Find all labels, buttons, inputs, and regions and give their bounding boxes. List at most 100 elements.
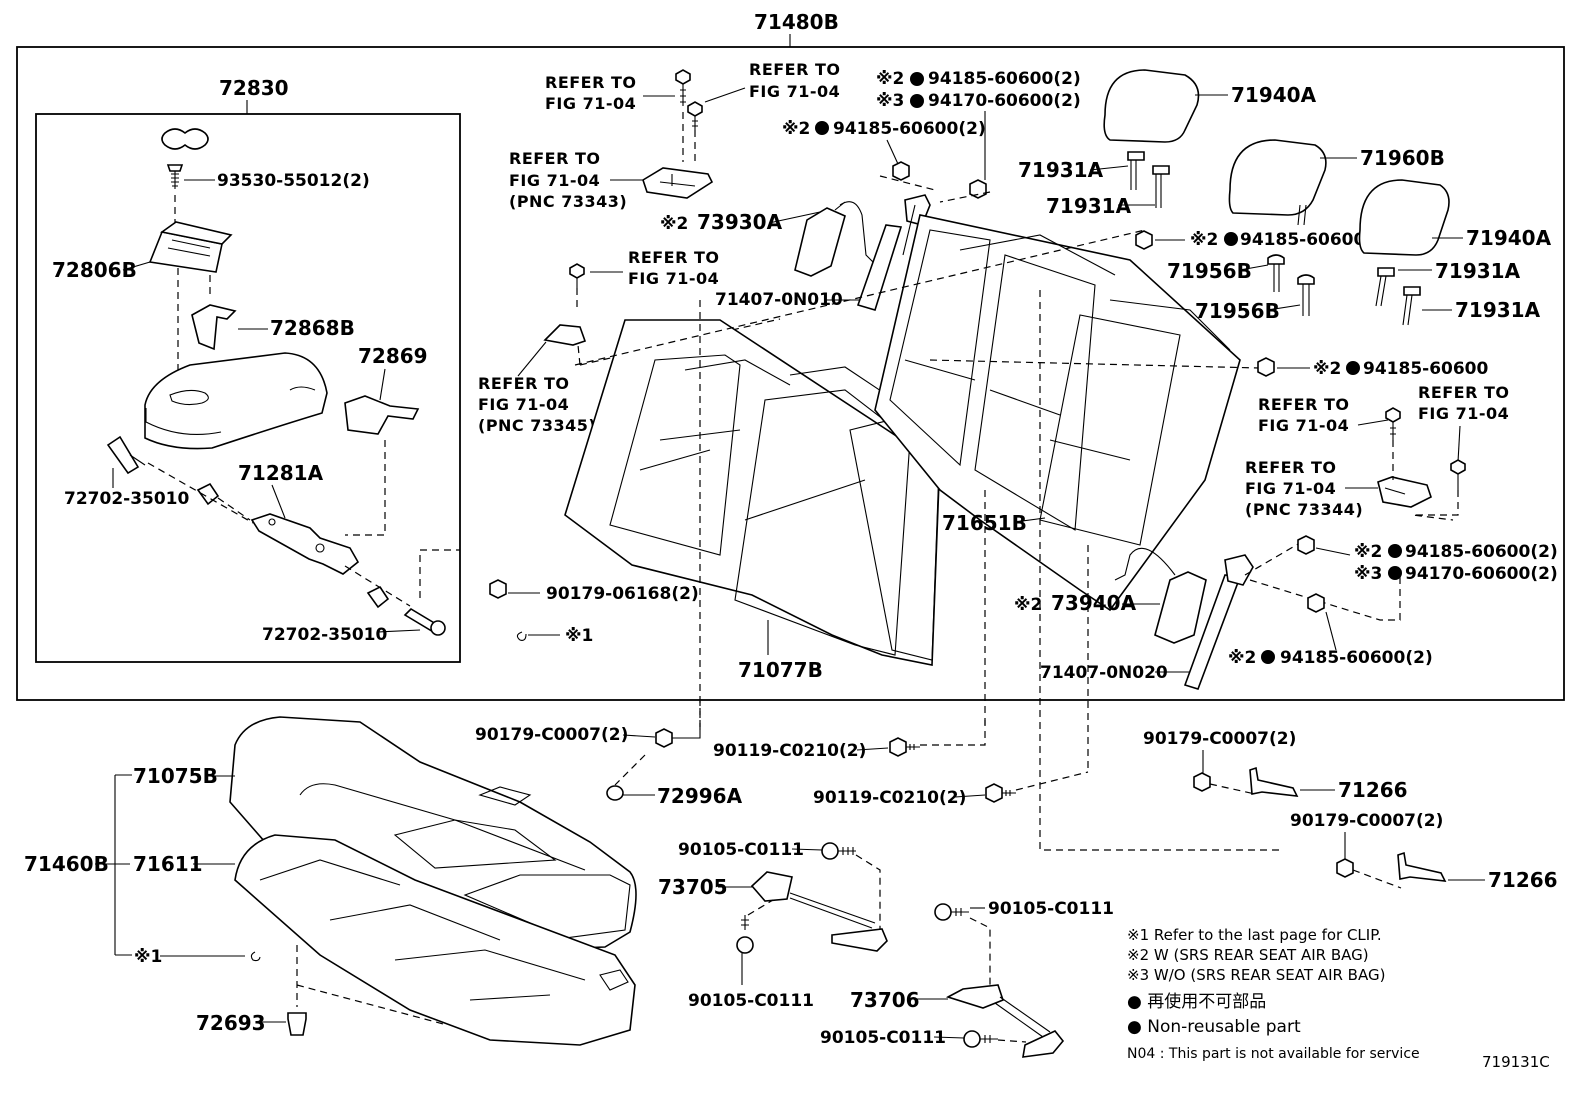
cup-holder-72806B[interactable] (148, 221, 233, 273)
nut-90179-C0007-c[interactable] (1336, 858, 1354, 878)
label-72996A[interactable]: 72996A (657, 784, 743, 808)
bracket-71407-0N020[interactable] (1183, 554, 1254, 690)
label-71940A-upper[interactable]: 71940A (1231, 83, 1317, 107)
pin-72702-upper[interactable] (106, 435, 146, 475)
label-72693[interactable]: 72693 (196, 1011, 266, 1035)
bracket-72868B[interactable] (191, 304, 237, 351)
label-72830[interactable]: 72830 (219, 76, 289, 100)
label-72702-35010-lower[interactable]: 72702-35010 (262, 625, 388, 645)
nut-top-b[interactable] (969, 179, 987, 199)
label-71931A-4[interactable]: 71931A (1455, 298, 1541, 322)
bolt-90105-d[interactable] (963, 1030, 998, 1048)
nut-90179-C0007-a[interactable] (655, 728, 673, 748)
bracket-pnc-73345[interactable] (543, 324, 587, 346)
label-71940A-lower[interactable]: 71940A (1466, 226, 1552, 250)
hinge-plate-71281A[interactable] (250, 513, 360, 575)
bolt-ref6[interactable] (1385, 407, 1401, 440)
bushing-lower[interactable] (366, 585, 390, 609)
label-90105-C0111-b[interactable]: 90105-C0111 (688, 991, 814, 1011)
bushing-upper[interactable] (196, 482, 220, 506)
label-90179-C0007-c[interactable]: 90179-C0007(2) (1290, 811, 1443, 831)
label-72806B[interactable]: 72806B (52, 258, 137, 282)
bolt-ref1[interactable] (675, 69, 691, 106)
label-71460B[interactable]: 71460B (24, 852, 109, 876)
seatback-frame-71651B[interactable] (874, 214, 1241, 612)
label-71407-0N020[interactable]: 71407-0N020 (1040, 663, 1168, 683)
label-71960B[interactable]: 71960B (1360, 146, 1445, 170)
bolt-90119-b[interactable] (985, 783, 1016, 803)
label-90105-C0111-a[interactable]: 90105-C0111 (678, 840, 804, 860)
label-94185-60600-top-a[interactable]: 94185-60600(2) (928, 69, 1081, 89)
label-71956B-2[interactable]: 71956B (1195, 299, 1280, 323)
label-94185-60600-mid-a[interactable]: 94185-60600 (1240, 230, 1366, 250)
bracket-71266-a[interactable] (1249, 766, 1299, 797)
cup-holder-insert[interactable] (161, 128, 209, 150)
screw-93530[interactable] (166, 164, 184, 189)
label-73705[interactable]: 73705 (658, 875, 728, 899)
label-73706[interactable]: 73706 (850, 988, 920, 1012)
label-73940A[interactable]: 73940A (1051, 591, 1137, 615)
clip-72996A[interactable] (606, 785, 624, 801)
label-94185-60600-low-b[interactable]: 94185-60600(2) (1280, 648, 1433, 668)
label-71266-b[interactable]: 71266 (1488, 868, 1558, 892)
bracket-pnc-73343[interactable] (642, 167, 714, 199)
label-71266-a[interactable]: 71266 (1338, 778, 1408, 802)
nut-low-b[interactable] (1307, 593, 1325, 613)
cover-72869[interactable] (344, 395, 420, 435)
label-90179-C0007-a[interactable]: 90179-C0007(2) (475, 725, 628, 745)
support-71931A-2[interactable] (1152, 165, 1170, 208)
label-90119-C0210-a[interactable]: 90119-C0210(2) (713, 741, 866, 761)
label-94185-60600-mid-b[interactable]: 94185-60600 (1363, 359, 1489, 379)
label-71611[interactable]: 71611 (133, 852, 203, 876)
headrest-71960B[interactable] (1228, 139, 1327, 226)
label-94185-60600-top-b[interactable]: 94185-60600(2) (833, 119, 986, 139)
guide-71956B-1[interactable] (1267, 254, 1285, 292)
airbag-73930A[interactable] (794, 201, 877, 277)
label-94170-60600-low[interactable]: 94170-60600(2) (1405, 564, 1558, 584)
label-90105-C0111-c[interactable]: 90105-C0111 (988, 899, 1114, 919)
label-72868B[interactable]: 72868B (270, 316, 355, 340)
label-71281A[interactable]: 71281A (238, 461, 324, 485)
label-71480B[interactable]: 71480B (754, 10, 839, 34)
anchor-73705[interactable] (750, 871, 888, 952)
label-94170-60600-top[interactable]: 94170-60600(2) (928, 91, 1081, 111)
nut-low-a[interactable] (1297, 535, 1315, 555)
label-90105-C0111-d[interactable]: 90105-C0111 (820, 1028, 946, 1048)
armrest-body[interactable] (144, 352, 328, 450)
nut-top-a[interactable] (892, 161, 910, 181)
label-71077B[interactable]: 71077B (738, 658, 823, 682)
headrest-71940A-upper[interactable] (1103, 69, 1200, 143)
label-71931A-2[interactable]: 71931A (1046, 194, 1132, 218)
bolt-ref2[interactable] (687, 101, 703, 130)
bolt-90105-c[interactable] (934, 903, 969, 921)
label-90119-C0210-b[interactable]: 90119-C0210(2) (813, 788, 966, 808)
nut-90179-C0007-b[interactable] (1193, 772, 1211, 792)
label-94185-60600-low-a[interactable]: 94185-60600(2) (1405, 542, 1558, 562)
airbag-73940A[interactable] (1114, 547, 1207, 644)
pin-72702-lower[interactable] (403, 607, 446, 636)
bolt-90105-b[interactable] (736, 915, 754, 954)
label-71075B[interactable]: 71075B (133, 764, 218, 788)
label-71956B-1[interactable]: 71956B (1167, 259, 1252, 283)
label-71407-0N010[interactable]: 71407-0N010 (715, 290, 843, 310)
label-71931A-3[interactable]: 71931A (1435, 259, 1521, 283)
anchor-73706[interactable] (945, 984, 1065, 1058)
support-71931A-3[interactable] (1375, 267, 1395, 307)
label-72702-35010-upper[interactable]: 72702-35010 (64, 489, 190, 509)
cushion-frame-71611[interactable] (234, 834, 636, 1046)
label-72869[interactable]: 72869 (358, 344, 428, 368)
label-71931A-1[interactable]: 71931A (1018, 158, 1104, 182)
bolt-ref4[interactable] (569, 263, 585, 288)
support-71931A-1[interactable] (1127, 151, 1145, 190)
label-73930A[interactable]: 73930A (697, 210, 783, 234)
nut-90179-06168[interactable] (489, 579, 507, 599)
guide-71956B-2[interactable] (1297, 274, 1315, 316)
clip-72693[interactable] (287, 1012, 307, 1036)
bolt-90105-a[interactable] (821, 842, 856, 860)
support-71931A-4[interactable] (1402, 286, 1421, 326)
bolt-90119-a[interactable] (889, 737, 920, 757)
bracket-71266-b[interactable] (1397, 851, 1447, 882)
headrest-71940A-lower[interactable] (1358, 179, 1450, 256)
label-90179-06168[interactable]: 90179-06168(2) (546, 584, 699, 604)
nut-mid-a[interactable] (1135, 230, 1153, 250)
